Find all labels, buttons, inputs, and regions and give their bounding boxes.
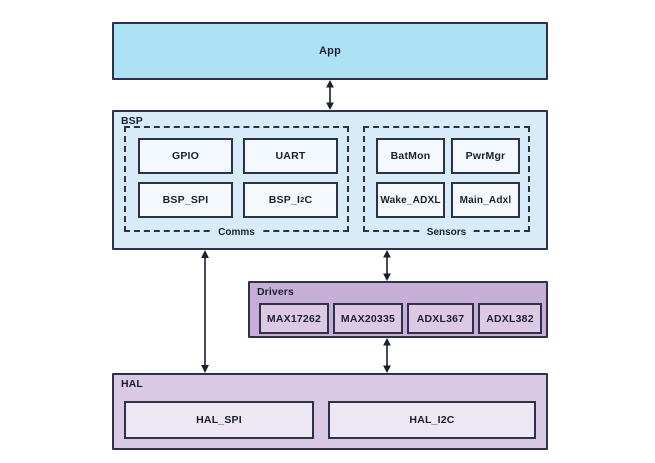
connector-bsp-to-hal: [198, 250, 212, 373]
module-max20335-label: MAX20335: [340, 312, 396, 325]
module-hal-spi-label: HAL_SPI: [196, 414, 242, 426]
module-uart-label: UART: [275, 150, 306, 162]
connector-bsp-to-drivers: [380, 250, 394, 281]
group-comms-label: Comms: [212, 228, 261, 238]
layer-drivers-title: Drivers: [257, 286, 294, 298]
layer-hal[interactable]: HAL HAL_SPI HAL_I2C: [112, 373, 548, 450]
layer-bsp-title: BSP: [121, 115, 143, 127]
module-uart[interactable]: UART: [243, 138, 338, 174]
module-bsp-spi-label: BSP_SPI: [162, 194, 209, 206]
module-gpio-label: GPIO: [171, 150, 200, 162]
module-hal-i2c-label: HAL_I2C: [409, 414, 455, 426]
group-sensors-label: Sensors: [420, 228, 473, 238]
module-bsp-spi[interactable]: BSP_SPI: [138, 182, 233, 218]
layer-app-label: App: [319, 45, 341, 57]
module-hal-spi[interactable]: HAL_SPI: [124, 401, 314, 439]
module-adxl382[interactable]: ADXL382: [478, 303, 542, 334]
module-adxl382-label: ADXL382: [486, 312, 534, 325]
module-pwrmgr-label: PwrMgr: [465, 150, 506, 162]
module-batmon[interactable]: BatMon: [376, 138, 445, 174]
module-hal-i2c[interactable]: HAL_I2C: [328, 401, 536, 439]
module-main-adxl[interactable]: Main_Adxl: [451, 182, 520, 218]
connector-app-to-bsp: [323, 80, 337, 110]
module-max20335[interactable]: MAX20335: [333, 303, 403, 334]
module-max17262[interactable]: MAX17262: [259, 303, 329, 334]
module-wake-adxl[interactable]: Wake_ADXL: [376, 182, 445, 218]
module-wake-adxl-label: Wake_ADXL: [380, 194, 441, 206]
layer-hal-title: HAL: [121, 378, 143, 390]
module-gpio[interactable]: GPIO: [138, 138, 233, 174]
layer-drivers[interactable]: Drivers MAX17262 MAX20335 ADXL367 ADXL38…: [248, 281, 548, 338]
module-adxl367-label: ADXL367: [416, 312, 465, 325]
module-max17262-label: MAX17262: [266, 312, 322, 325]
module-batmon-label: BatMon: [390, 150, 431, 162]
layer-app[interactable]: App: [112, 22, 548, 80]
module-pwrmgr[interactable]: PwrMgr: [451, 138, 520, 174]
connector-drivers-to-hal: [380, 338, 394, 373]
module-main-adxl-label: Main_Adxl: [459, 194, 512, 206]
group-sensors: BatMon PwrMgr Wake_ADXL Main_Adxl Sensor…: [363, 126, 530, 238]
module-adxl367[interactable]: ADXL367: [407, 303, 474, 334]
